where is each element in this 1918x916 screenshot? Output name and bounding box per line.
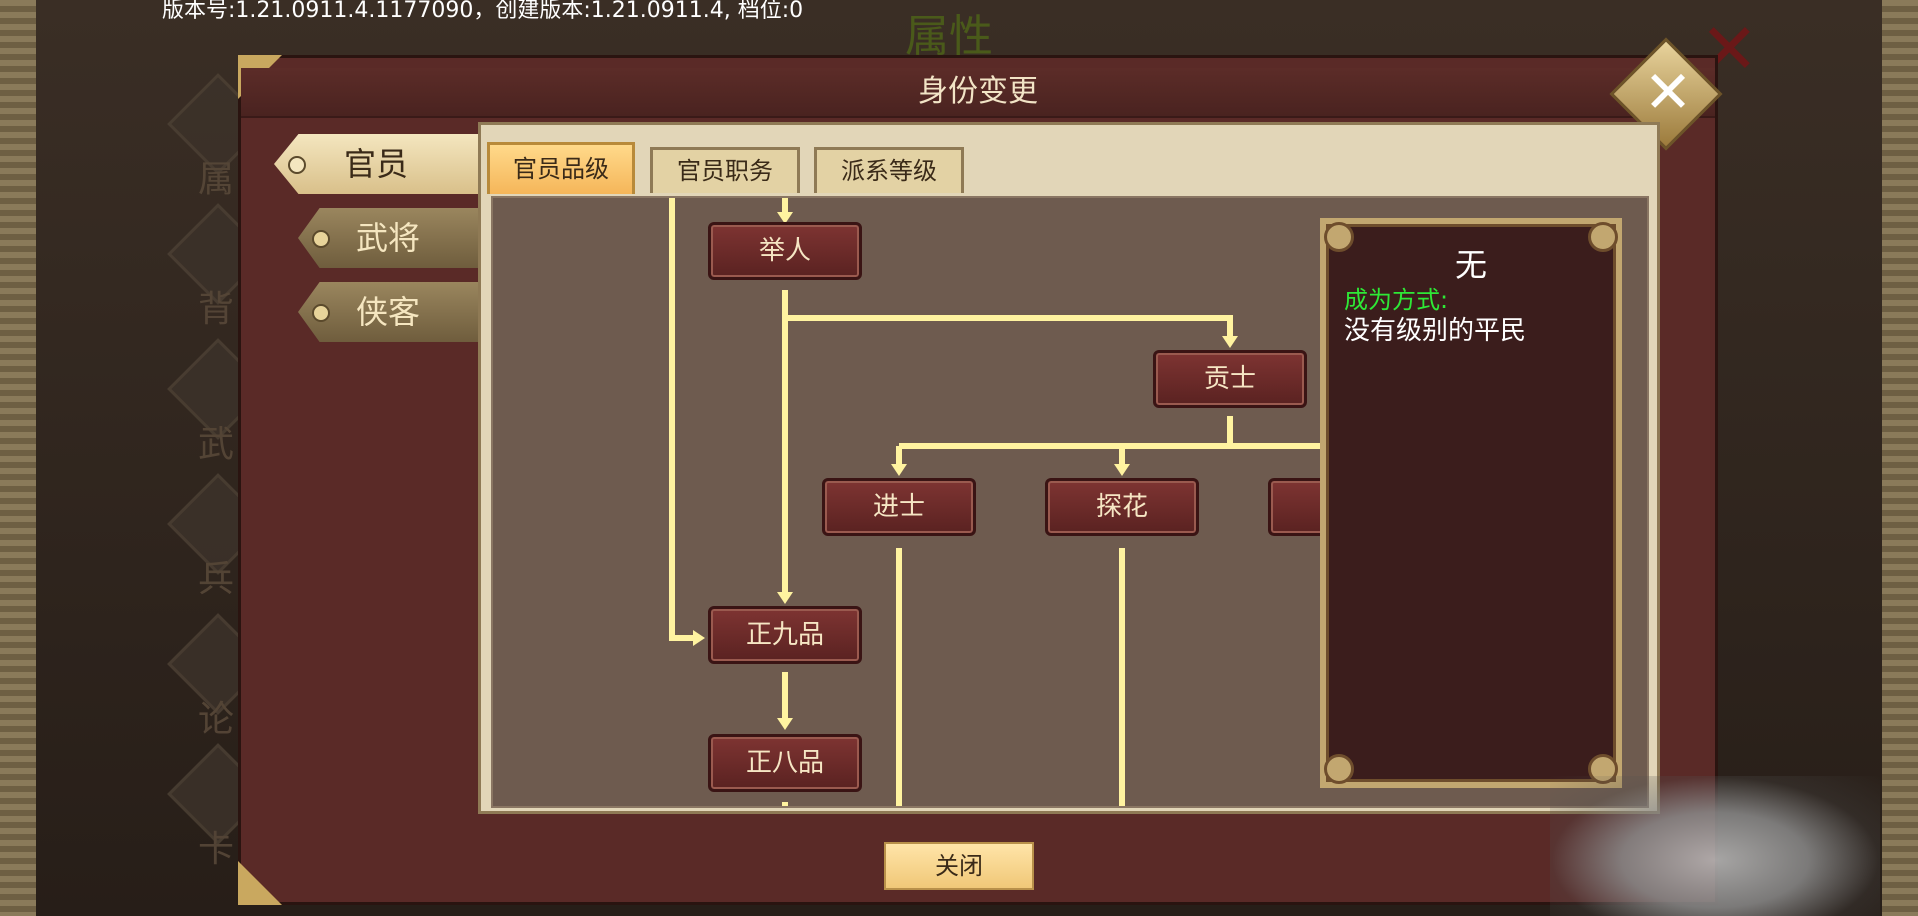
arrow-head	[777, 212, 793, 224]
arrow-head	[777, 592, 793, 604]
left-ornament-rail	[0, 0, 36, 916]
info-corner-ornament	[1324, 754, 1354, 784]
dialog-title: 身份变更	[241, 68, 1715, 118]
info-title: 无	[1454, 246, 1487, 284]
bg-nav-item: 卡	[167, 743, 269, 870]
tab-faction-level[interactable]: 派系等级	[814, 147, 964, 193]
side-tab-general[interactable]: 武将	[298, 208, 478, 268]
tab-bullet-icon	[312, 304, 330, 322]
bg-nav-item: 武	[167, 338, 269, 465]
bg-nav-item: 属	[167, 73, 269, 200]
bg-nav-item: 背	[167, 203, 269, 330]
info-method-value: 没有级别的平民	[1344, 316, 1527, 346]
side-tab-knight[interactable]: 侠客	[298, 282, 478, 342]
tab-official-post[interactable]: 官员职务	[650, 147, 800, 193]
connector-line	[669, 198, 693, 641]
rank-node-jinshi[interactable]: 进士	[822, 478, 976, 536]
arrow-head	[1114, 464, 1130, 476]
bg-nav-item: 论	[167, 613, 269, 740]
info-corner-ornament	[1588, 222, 1618, 252]
tree-connectors	[669, 198, 1393, 806]
rank-node-zheng9[interactable]: 正九品	[708, 606, 862, 664]
noise-overlay	[1550, 776, 1880, 916]
tab-bullet-icon	[288, 156, 306, 174]
side-tab-label: 武将	[355, 219, 420, 257]
arrow-head	[777, 718, 793, 730]
rank-node-tanhua[interactable]: 探花	[1045, 478, 1199, 536]
tab-official-rank[interactable]: 官员品级	[487, 142, 635, 194]
dialog-corner-ornament	[238, 861, 282, 905]
arrow-head	[891, 464, 907, 476]
tab-bullet-icon	[312, 230, 330, 248]
rank-node-gongshi[interactable]: 贡士	[1153, 350, 1307, 408]
right-ornament-rail	[1882, 0, 1918, 916]
rank-node-zheng8[interactable]: 正八品	[708, 734, 862, 792]
close-icon[interactable]: ✕	[1643, 58, 1693, 126]
arrow-head	[1222, 336, 1238, 348]
rank-info-panel: 无 成为方式: 没有级别的平民	[1320, 218, 1622, 788]
version-text: 版本号:1.21.0911.4.1177090，创建版本:1.21.0911.4…	[162, 0, 804, 23]
side-tab-label: 侠客	[355, 293, 420, 331]
connector-line	[785, 315, 1233, 336]
background-title: 属性	[905, 11, 993, 62]
info-corner-ornament	[1324, 222, 1354, 252]
background-nav: 属 背 武 兵 论 卡	[160, 73, 270, 880]
side-tab-official[interactable]: 官员	[274, 134, 478, 194]
rank-node-juren[interactable]: 举人	[708, 222, 862, 280]
info-method-label: 成为方式:	[1344, 286, 1449, 314]
close-button[interactable]: 关闭	[884, 842, 1034, 890]
bg-nav-item: 兵	[167, 473, 269, 600]
arrow-head	[693, 630, 705, 646]
side-tab-label: 官员	[343, 145, 408, 183]
